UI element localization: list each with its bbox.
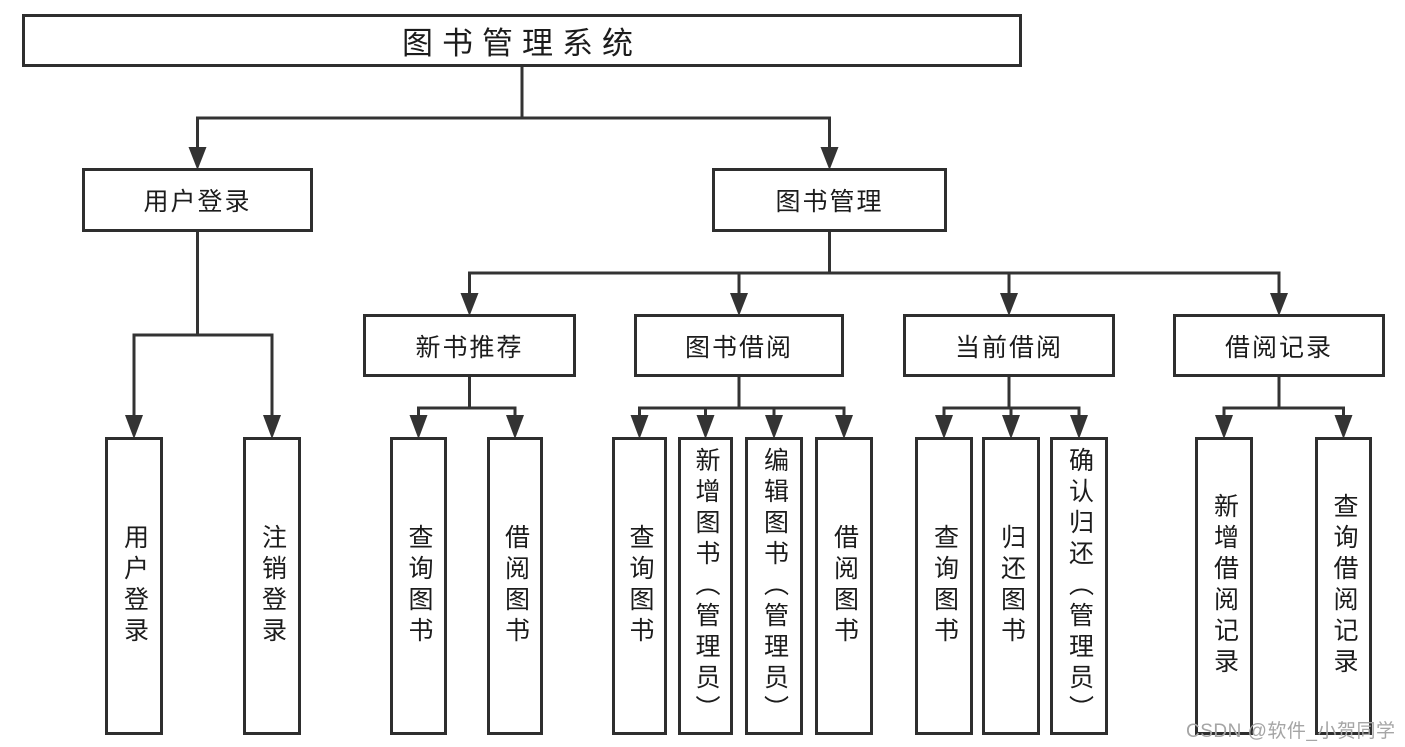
node-current-borrow: 当前借阅 [903, 314, 1115, 377]
arrowhead-icon [506, 415, 524, 439]
arrowhead-icon [1070, 415, 1088, 439]
arrowhead-icon [1270, 293, 1288, 316]
watermark: CSDN @软件_小贺同学 [1186, 721, 1396, 742]
leaf-query-borrow-record: 查询借阅记录 [1315, 437, 1372, 735]
node-user-login: 用户登录 [82, 168, 313, 232]
arrowhead-icon [730, 293, 748, 316]
node-new-book-recommend: 新书推荐 [363, 314, 576, 377]
arrowhead-icon [125, 415, 143, 439]
node-book-management: 图书管理 [712, 168, 947, 232]
leaf-query-books-current: 查询图书 [915, 437, 973, 735]
arrowhead-icon [696, 415, 715, 439]
connector-borrow-record-branch [1222, 377, 1345, 416]
arrowhead-icon [460, 293, 479, 316]
leaf-add-book-admin: 新增图书（管理员） [678, 437, 733, 735]
arrowhead-icon [1334, 415, 1353, 439]
connector-root-branch [196, 67, 831, 147]
leaf-confirm-return-admin: 确认归还（管理员） [1050, 437, 1108, 735]
node-library-system: 图书管理系统 [22, 14, 1022, 67]
leaf-add-borrow-record: 新增借阅记录 [1195, 437, 1253, 735]
leaf-borrow-books: 借阅图书 [815, 437, 873, 735]
arrowhead-icon [935, 415, 953, 439]
arrowhead-icon [835, 415, 853, 439]
connector-user-login-branch [132, 232, 274, 416]
arrowhead-icon [1215, 415, 1233, 439]
leaf-edit-book-admin: 编辑图书（管理员） [745, 437, 803, 735]
leaf-query-books-recommend: 查询图书 [390, 437, 447, 735]
connector-current-borrow-branch [942, 377, 1081, 416]
arrowhead-icon [1000, 293, 1018, 316]
node-borrow-records: 借阅记录 [1173, 314, 1385, 377]
leaf-user-login: 用户登录 [105, 437, 163, 735]
connector-new-book-branch [417, 377, 517, 416]
node-book-borrow: 图书借阅 [634, 314, 844, 377]
arrowhead-icon [630, 415, 649, 439]
leaf-query-books-borrow: 查询图书 [612, 437, 667, 735]
arrowhead-icon [188, 147, 207, 170]
arrowhead-icon [263, 415, 281, 439]
arrowhead-icon [1002, 415, 1020, 439]
arrowhead-icon [409, 415, 428, 439]
arrowhead-icon [765, 415, 783, 439]
leaf-logout: 注销登录 [243, 437, 301, 735]
connector-book-borrow-branch [638, 377, 846, 416]
connector-book-mgmt-branch [468, 232, 1281, 294]
arrowhead-icon [820, 147, 839, 170]
leaf-return-book: 归还图书 [982, 437, 1040, 735]
leaf-borrow-books-recommend: 借阅图书 [487, 437, 543, 735]
